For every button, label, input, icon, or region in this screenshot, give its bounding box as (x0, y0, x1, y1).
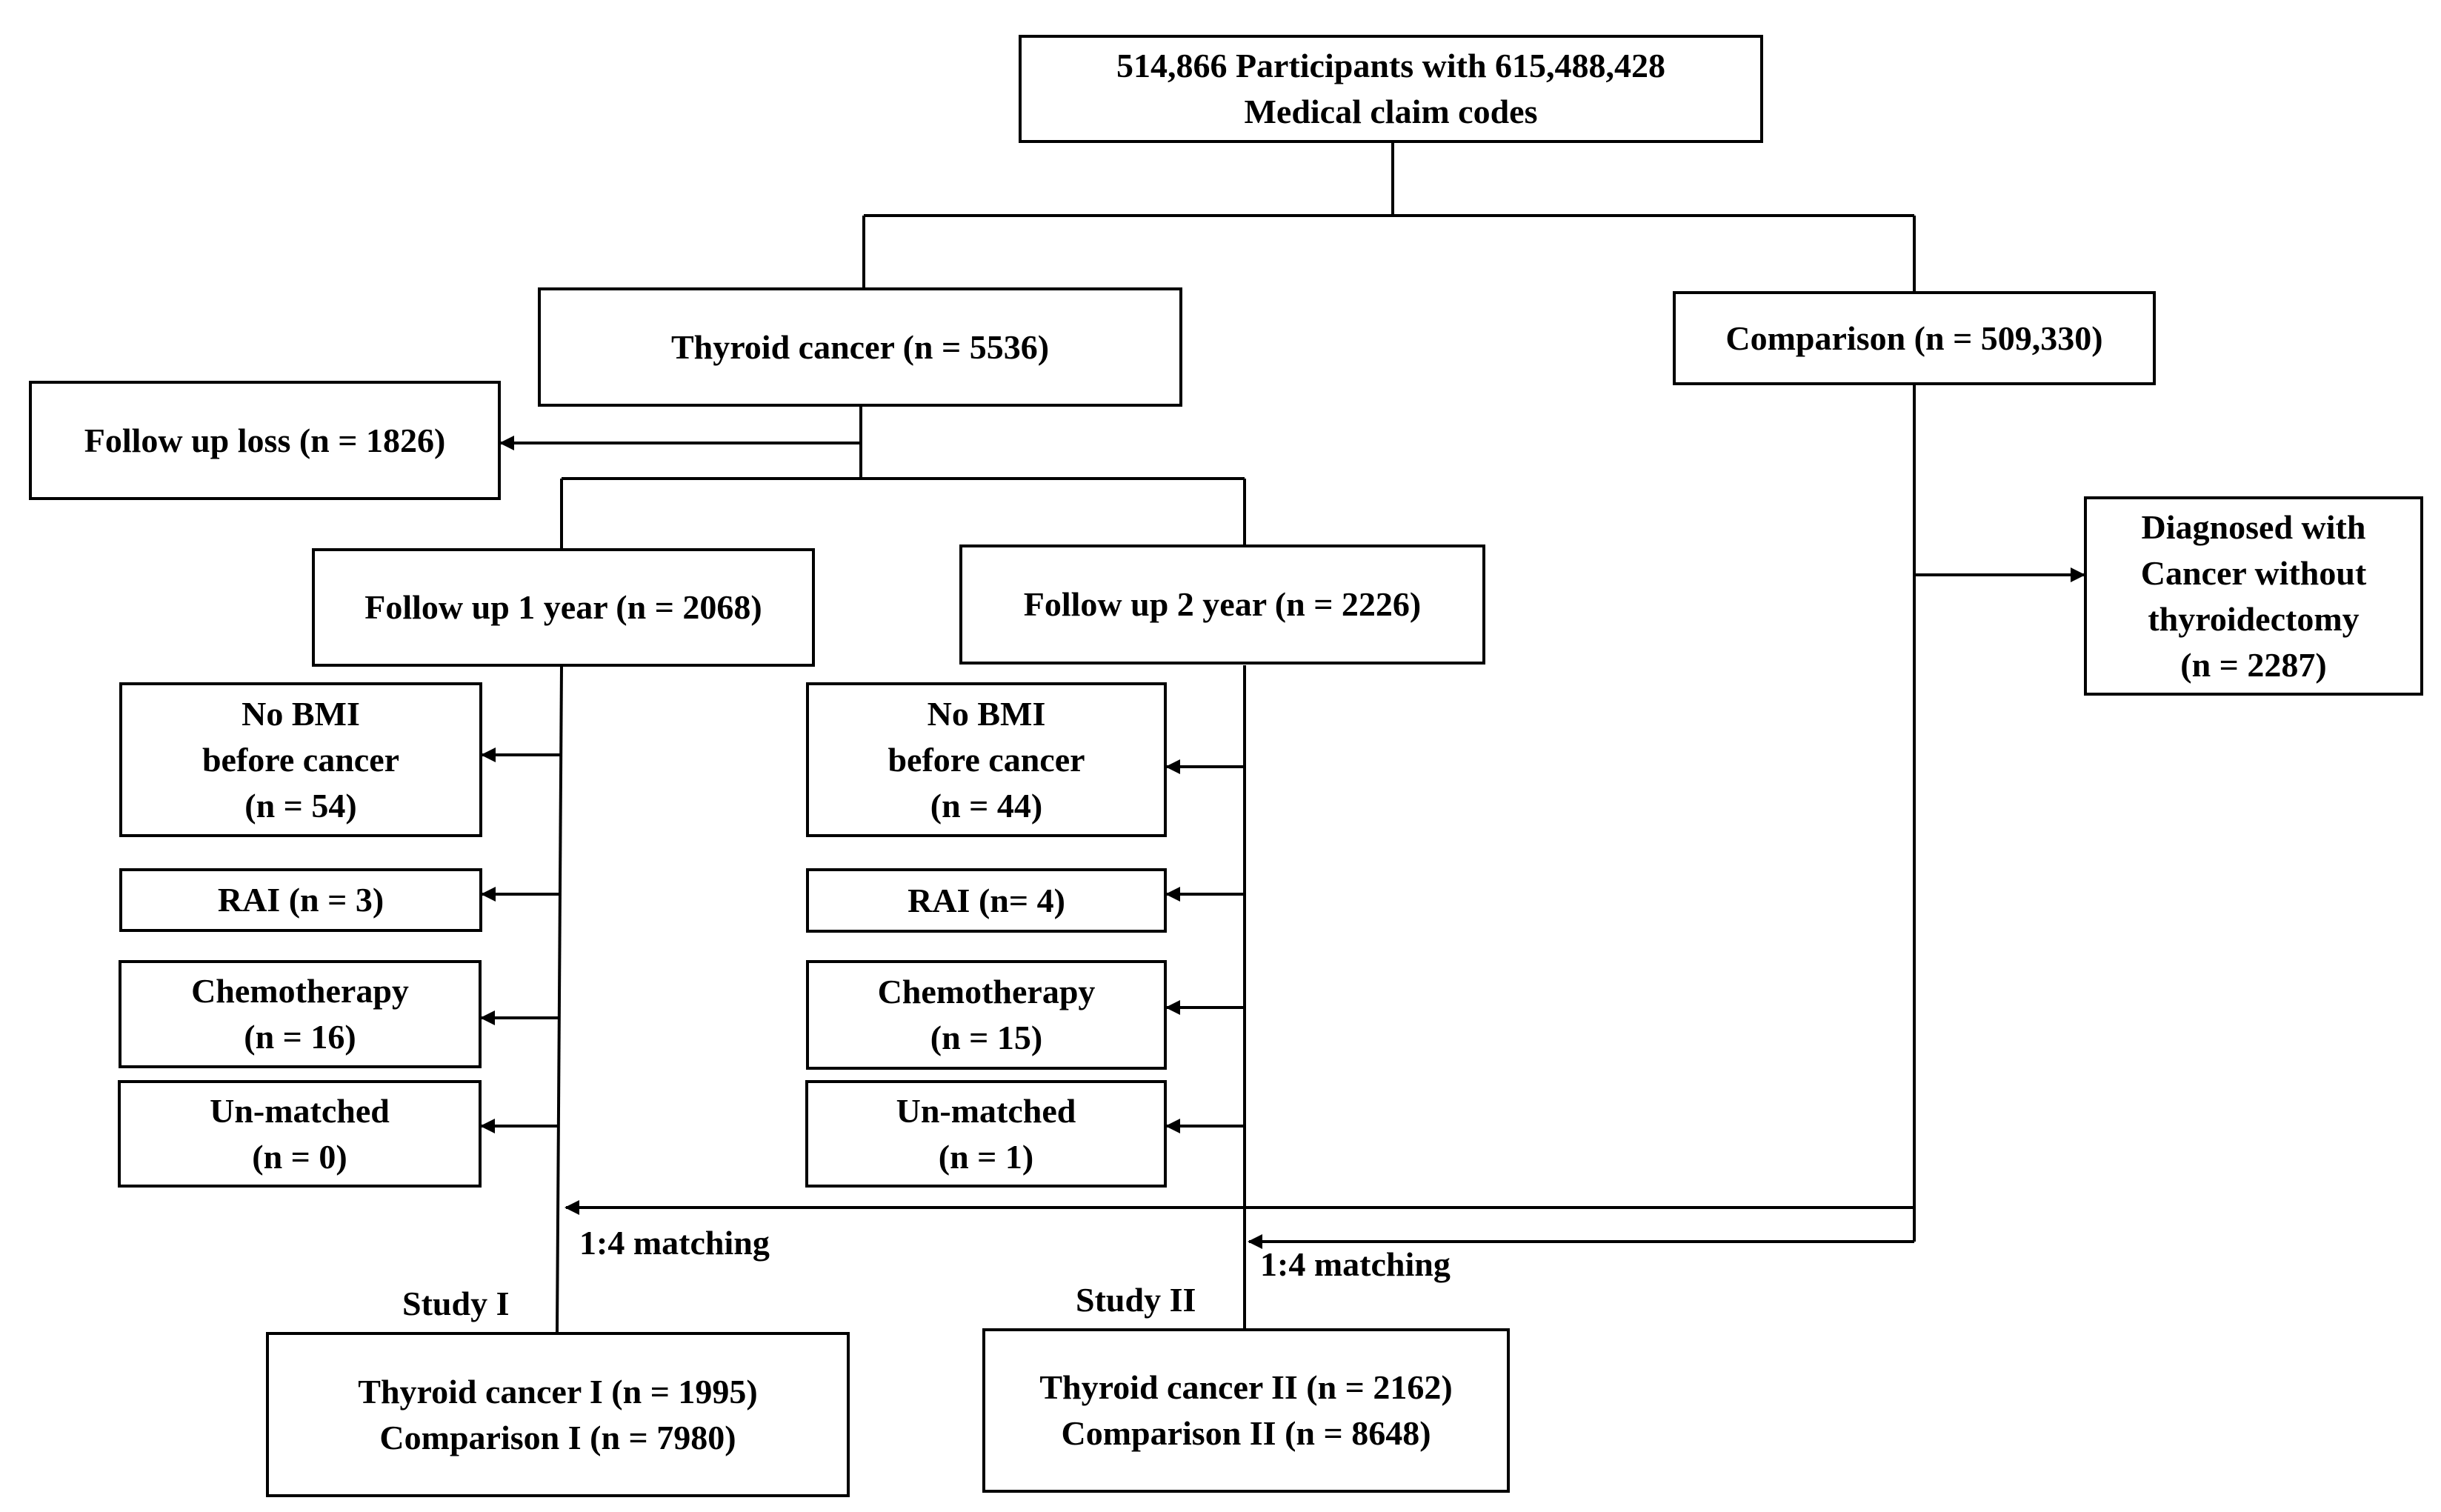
unmatched-box-study-1: Un-matched (n = 0) (118, 1080, 482, 1188)
chemotherapy-box-study-2: Chemotherapy (n = 15) (806, 960, 1167, 1070)
rai-box-study-2: RAI (n= 4) (806, 868, 1167, 933)
follow-up-2-year-box: Follow up 2 year (n = 2226) (959, 544, 1485, 665)
box-line: Comparison I (n = 7980) (379, 1418, 736, 1456)
follow-up-loss-box: Follow up loss (n = 1826) (29, 381, 501, 500)
box-line: before cancer (202, 740, 400, 779)
box-line: 514,866 Participants with 615,488,428 (1116, 47, 1666, 84)
follow-up-1-year-box: Follow up 1 year (n = 2068) (312, 548, 815, 667)
study-2-result-box: Thyroid cancer II (n = 2162) Comparison … (982, 1328, 1510, 1493)
diagnosed-other-cancer-box: Diagnosed with Cancer without thyroidect… (2084, 496, 2423, 696)
box-line: Un-matched (210, 1091, 390, 1130)
participants-box: 514,866 Participants with 615,488,428 Me… (1019, 35, 1763, 143)
box-line: No BMI (927, 694, 1046, 733)
box-line: Chemotherapy (877, 973, 1096, 1010)
box-line: (n = 0) (252, 1137, 347, 1176)
box-line: (n = 15) (930, 1019, 1043, 1056)
box-line: Thyroid cancer I (n = 1995) (358, 1372, 758, 1411)
study-1-result-box: Thyroid cancer I (n = 1995) Comparison I… (266, 1332, 850, 1497)
box-line: Thyroid cancer II (n = 2162) (1039, 1368, 1453, 1406)
box-line: RAI (n= 4) (908, 881, 1065, 919)
matching-label-study-2: 1:4 matching (1260, 1245, 1451, 1283)
connector-line-group (480, 142, 2085, 1333)
box-line: Follow up loss (n = 1826) (84, 421, 446, 459)
box-line: No BMI (242, 694, 360, 733)
study-2-label: Study II (1076, 1281, 1196, 1319)
box-line: Follow up 1 year (n = 2068) (364, 588, 762, 626)
box-line: Medical claim codes (1244, 93, 1538, 130)
box-line: RAI (n = 3) (217, 881, 384, 919)
box-line: Comparison II (n = 8648) (1061, 1414, 1431, 1452)
box-line: before cancer (888, 740, 1085, 779)
box-line: Thyroid cancer (n = 5536) (670, 327, 1050, 366)
matching-label-study-1: 1:4 matching (579, 1224, 770, 1262)
box-line: Diagnosed with (2141, 507, 2366, 546)
box-line: (n = 16) (244, 1018, 356, 1056)
box-line: Un-matched (896, 1091, 1076, 1130)
box-line: Follow up 2 year (n = 2226) (1023, 585, 1422, 623)
box-line: (n = 2287) (2180, 645, 2327, 684)
box-line: Comparison (n = 509,330) (1725, 319, 2103, 357)
connector-line (556, 665, 563, 1333)
box-line: thyroidectomy (2148, 599, 2360, 638)
study-1-label: Study I (402, 1285, 510, 1322)
box-line: (n = 44) (930, 786, 1043, 825)
no-bmi-box-study-2: No BMI before cancer (n = 44) (806, 682, 1167, 837)
no-bmi-box-study-1: No BMI before cancer (n = 54) (119, 682, 482, 837)
comparison-box: Comparison (n = 509,330) (1673, 291, 2156, 385)
box-line: Chemotherapy (191, 972, 409, 1010)
box-line: (n = 54) (244, 786, 357, 825)
box-line: (n = 1) (938, 1137, 1034, 1176)
unmatched-box-study-2: Un-matched (n = 1) (805, 1080, 1167, 1188)
chemotherapy-box-study-1: Chemotherapy (n = 16) (119, 960, 482, 1068)
thyroid-cancer-box: Thyroid cancer (n = 5536) (538, 287, 1182, 407)
rai-box-study-1: RAI (n = 3) (119, 868, 482, 932)
box-line: Cancer without (2140, 553, 2367, 592)
